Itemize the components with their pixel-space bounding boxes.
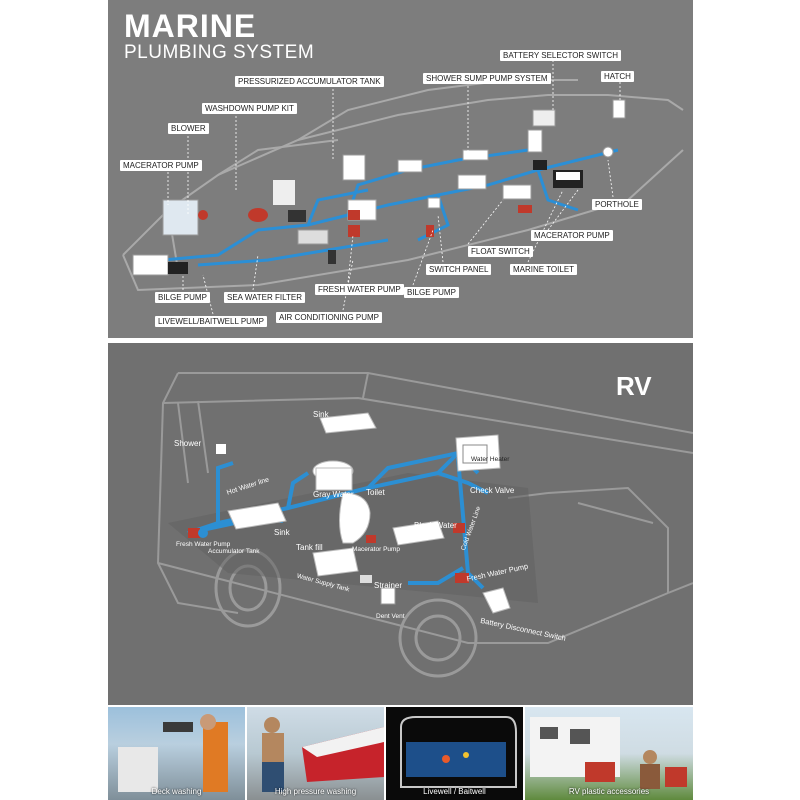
rv-label-dent-vent: Dent Vent — [376, 613, 405, 620]
photo-deck-washing: Deck washing — [108, 707, 245, 800]
label-washdown-pump-kit: WASHDOWN PUMP KIT — [202, 103, 297, 114]
label-blower: BLOWER — [168, 123, 209, 134]
label-float-switch: FLOAT SWITCH — [468, 246, 533, 257]
photo-rv-plastic-accessories: RV plastic accessories — [525, 707, 693, 800]
application-photo-strip: Deck washing High pressure washing Livew… — [108, 707, 693, 800]
label-switch-panel: SWITCH PANEL — [426, 264, 491, 275]
caption-high-pressure-washing: High pressure washing — [247, 787, 384, 796]
marine-title: MARINE — [124, 8, 256, 45]
rv-title: RV — [616, 371, 652, 402]
photo-high-pressure-washing: High pressure washing — [247, 707, 384, 800]
rv-plumbing-panel: RV Sink Shower Hot Water line Water Heat… — [108, 343, 693, 705]
caption-deck-washing: Deck washing — [108, 787, 245, 796]
label-macerator-pump-right: MACERATOR PUMP — [531, 230, 613, 241]
label-battery-selector-switch: BATTERY SELECTOR SWITCH — [500, 50, 621, 61]
label-pressurized-accumulator-tank: PRESSURIZED ACCUMULATOR TANK — [235, 76, 384, 87]
label-livewell-baitwell-pump: LIVEWELL/BAITWELL PUMP — [155, 316, 267, 327]
label-marine-toilet: MARINE TOILET — [510, 264, 577, 275]
rv-label-strainer: Strainer — [374, 581, 402, 590]
rv-label-gray-water: Gray Water — [313, 490, 354, 499]
label-sea-water-filter: SEA WATER FILTER — [224, 292, 305, 303]
marine-subtitle: PLUMBING SYSTEM — [124, 42, 314, 64]
label-fresh-water-pump: FRESH WATER PUMP — [315, 284, 404, 295]
label-bilge-pump-right: BILGE PUMP — [404, 287, 459, 298]
marine-plumbing-panel: MARINE PLUMBING SYSTEM PRESSURIZED ACCUM… — [108, 0, 693, 338]
rv-label-water-heater: Water Heater — [471, 456, 499, 463]
label-hatch: HATCH — [601, 71, 634, 82]
photo-livewell-baitwell: Livewell / Baitwell — [386, 707, 523, 800]
rv-label-macerator-pump: Macerator Pump — [352, 546, 388, 553]
rv-label-toilet: Toilet — [366, 488, 385, 497]
rv-label-sink-lower: Sink — [274, 528, 290, 537]
label-bilge-pump-left: BILGE PUMP — [155, 292, 210, 303]
label-porthole: PORTHOLE — [592, 199, 642, 210]
rv-outline-diagram — [108, 343, 693, 705]
rv-label-tank-fill: Tank fill — [296, 543, 323, 552]
caption-livewell-baitwell: Livewell / Baitwell — [386, 787, 523, 796]
caption-rv-plastic-accessories: RV plastic accessories — [525, 787, 693, 796]
label-macerator-pump-left: MACERATOR PUMP — [120, 160, 202, 171]
rv-label-check-valve: Check Valve — [470, 486, 514, 495]
rv-label-fresh-water-pump-left: Fresh Water Pump — [176, 541, 204, 548]
rv-label-black-water: Black Water — [414, 521, 457, 530]
label-shower-sump-pump-system: SHOWER SUMP PUMP SYSTEM — [423, 73, 551, 84]
rv-label-shower: Shower — [174, 439, 201, 448]
rv-label-sink-top: Sink — [313, 410, 329, 419]
label-air-conditioning-pump: AIR CONDITIONING PUMP — [276, 312, 382, 323]
rv-label-accumulator-tank: Accumulator Tank — [208, 548, 242, 555]
